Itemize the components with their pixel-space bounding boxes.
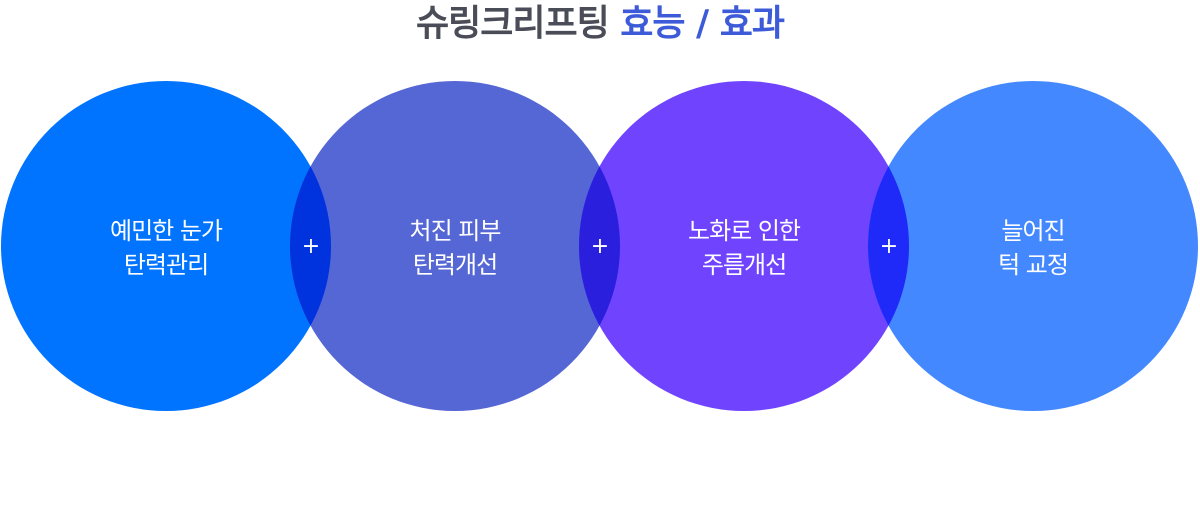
circle-label-1: 예민한 눈가 탄력관리 — [46, 214, 286, 282]
circle-label-4: 늘어진 턱 교정 — [913, 214, 1153, 282]
circle-label-2-line2: 탄력개선 — [412, 251, 498, 279]
circle-jawline — [868, 81, 1198, 411]
title-highlight: 효능 / 효과 — [620, 3, 785, 44]
page-title: 슈링크리프팅 효능 / 효과 — [0, 0, 1200, 48]
circle-label-4-line2: 턱 교정 — [998, 251, 1069, 279]
plus-icon: + — [879, 234, 899, 259]
title-main: 슈링크리프팅 — [416, 3, 610, 44]
circle-wrinkle — [579, 81, 909, 411]
circle-label-3-line1: 노화로 인한 — [687, 217, 801, 245]
circle-label-3: 노화로 인한 주름개선 — [624, 214, 864, 282]
circle-eye-elasticity — [1, 81, 331, 411]
circle-label-1-line2: 탄력관리 — [123, 251, 209, 279]
circle-label-1-line1: 예민한 눈가 — [109, 217, 223, 245]
plus-icon: + — [301, 234, 321, 259]
circle-label-2-line1: 처진 피부 — [409, 217, 502, 245]
circle-label-4-line1: 늘어진 — [1001, 217, 1065, 245]
circle-label-2: 처진 피부 탄력개선 — [335, 214, 575, 282]
circle-sagging-skin — [290, 81, 620, 411]
circle-label-3-line2: 주름개선 — [701, 251, 787, 279]
plus-icon: + — [590, 234, 610, 259]
